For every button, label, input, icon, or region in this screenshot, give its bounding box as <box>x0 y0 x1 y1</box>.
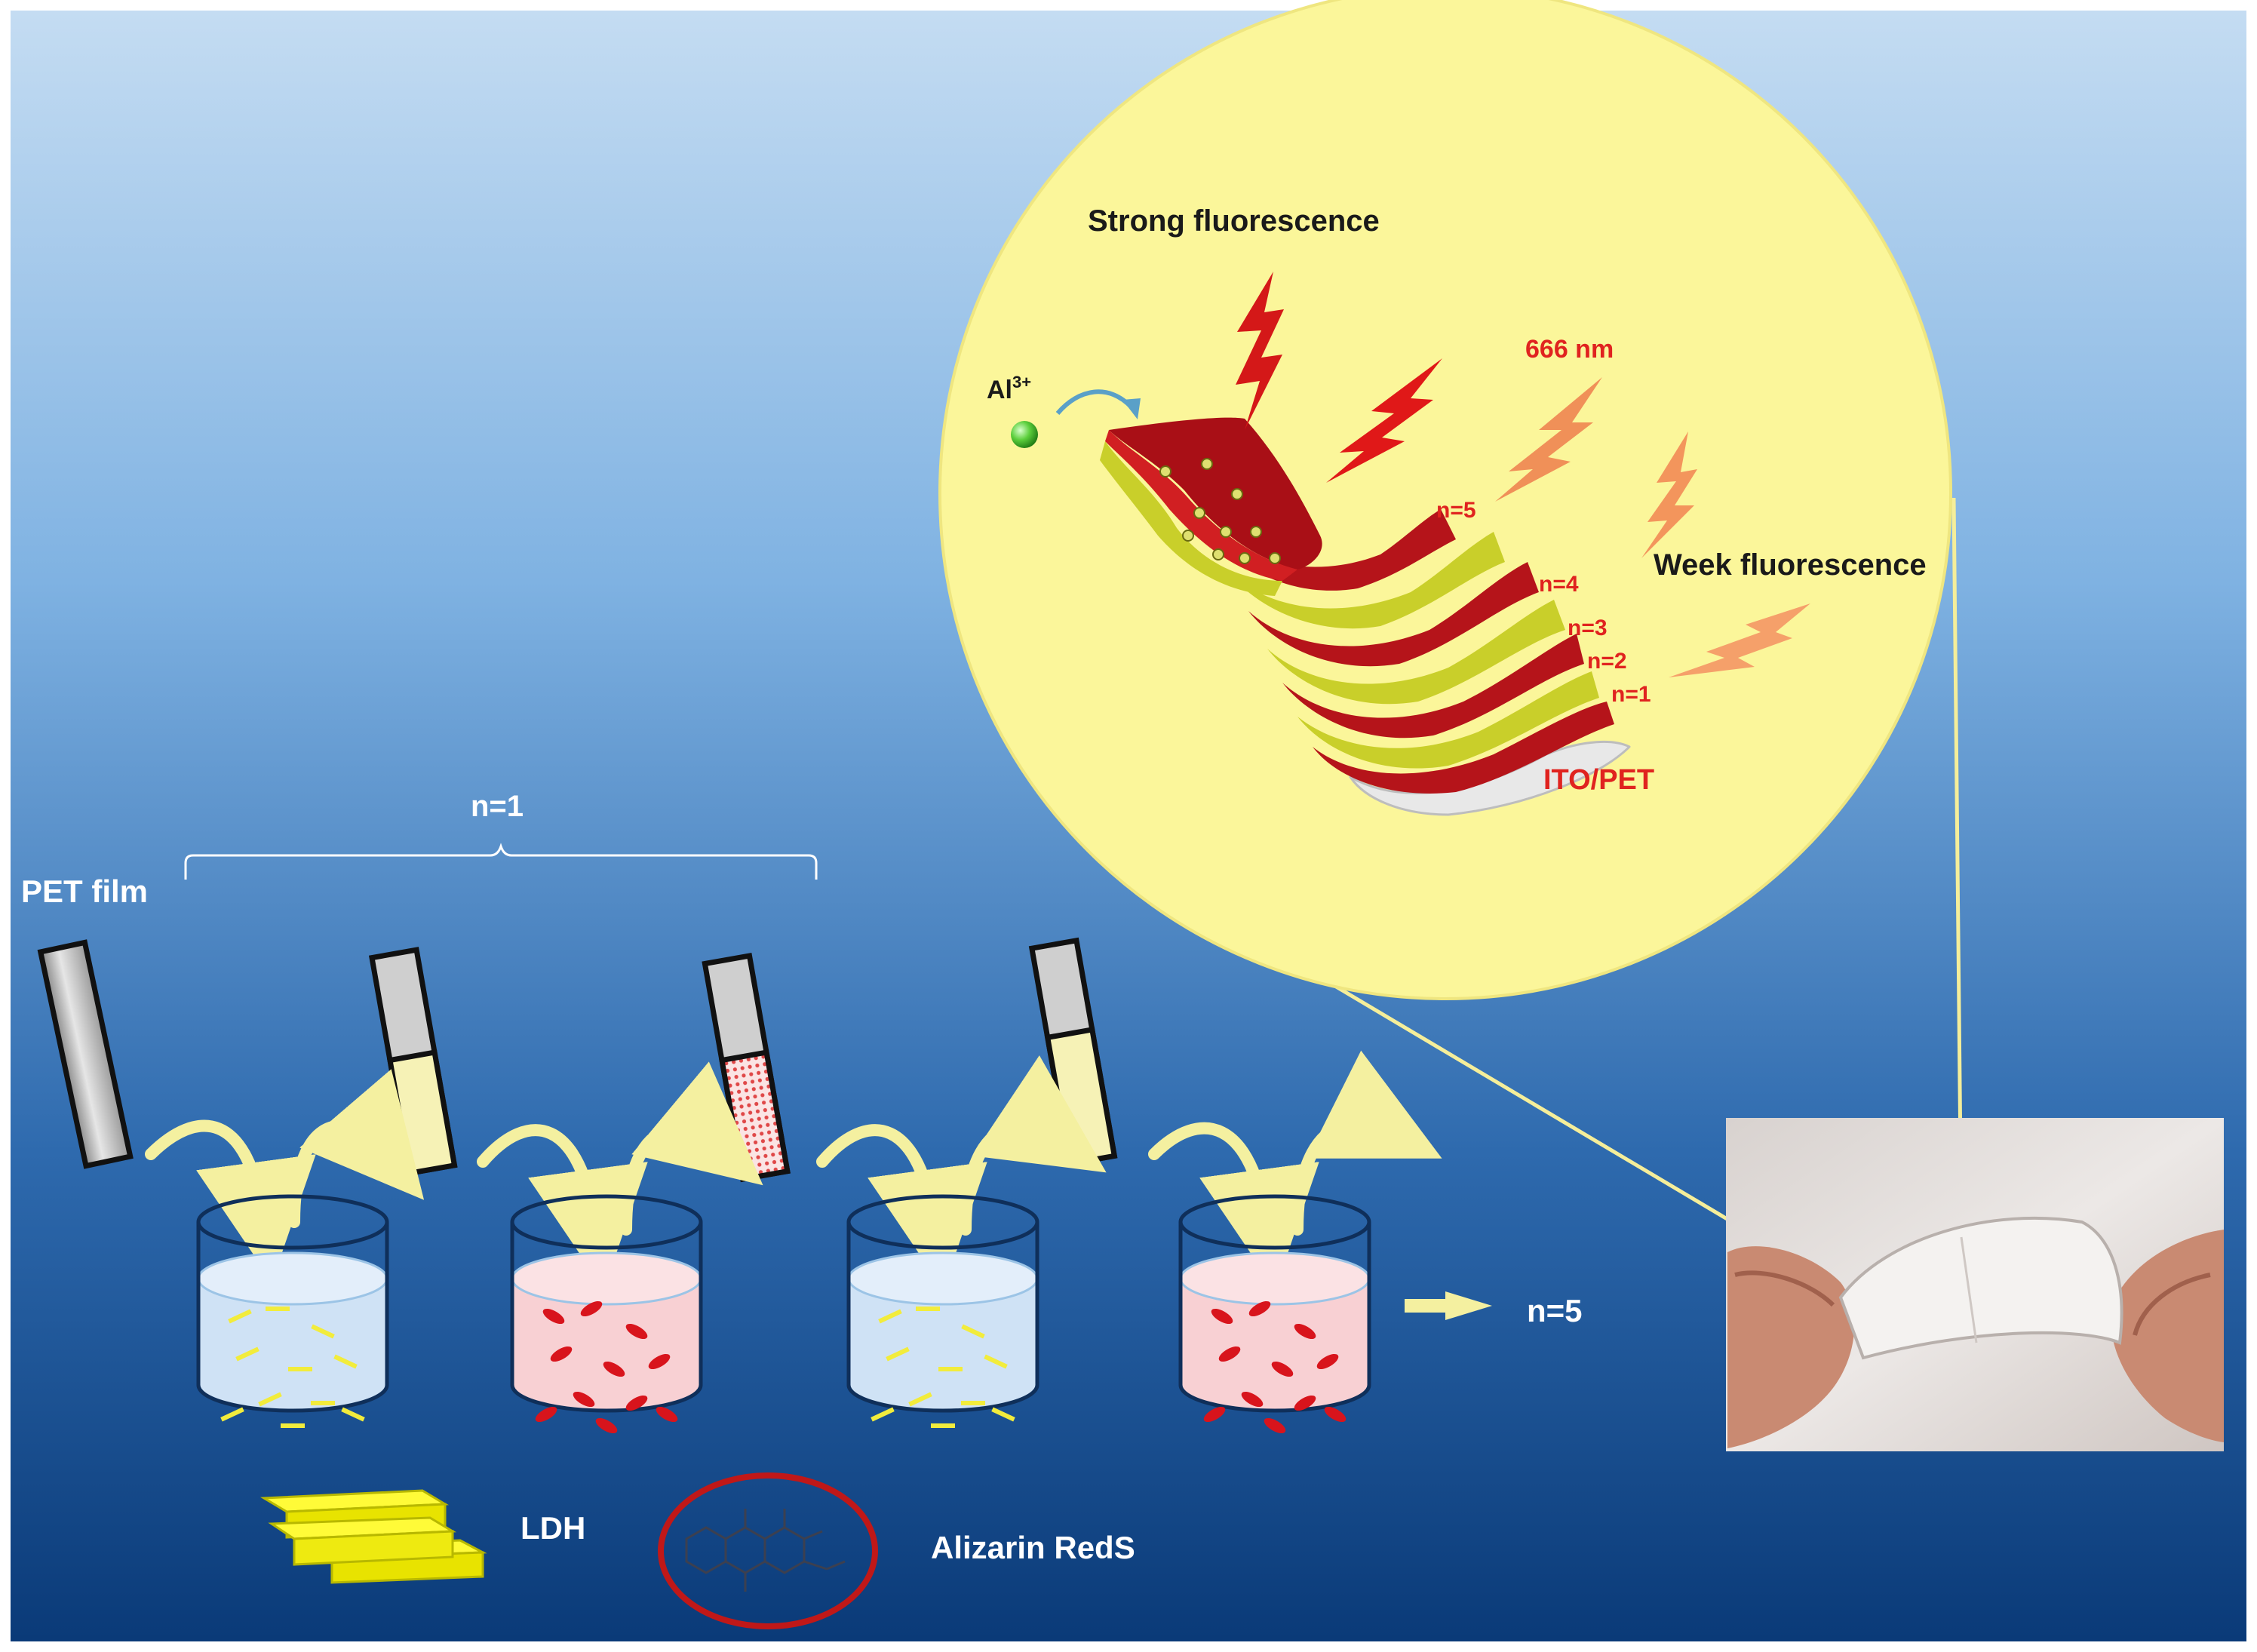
ldh-particle <box>228 1309 252 1324</box>
dye-particle <box>542 1308 565 1325</box>
dye-particle <box>1294 1323 1316 1340</box>
layer-label-n3: n=3 <box>1568 616 1608 640</box>
layer-label-n1: n=1 <box>1611 682 1651 707</box>
lightning-bolt-icon <box>1495 377 1602 502</box>
lightning-bolt-icon <box>1326 358 1442 483</box>
strong-fluorescence-label: Strong fluorescence <box>1088 204 1380 238</box>
dye-particle <box>1211 1308 1233 1325</box>
ldh-particle <box>916 1307 940 1311</box>
ldh-particle <box>311 1401 335 1405</box>
ldh-particle <box>311 1324 335 1339</box>
dye-particle <box>573 1391 595 1408</box>
dye-particle <box>1316 1353 1339 1370</box>
dye-particle <box>648 1353 671 1370</box>
dye-particle <box>1324 1406 1347 1423</box>
ldh-particle <box>961 1401 985 1405</box>
beaker-alizarin <box>1178 1194 1371 1434</box>
weak-fluorescence-label: Week fluorescence <box>1654 548 1927 582</box>
zoom-detail: Strong fluorescence Al3+ 666 nm Week flu… <box>938 0 1952 1000</box>
ldh-particle <box>281 1423 305 1428</box>
ion-label-base: Al <box>987 376 1012 404</box>
lightning-bolt-icon <box>1236 272 1284 430</box>
ldh-particle <box>931 1423 955 1428</box>
layer-label-n2: n=2 <box>1587 649 1627 674</box>
flexible-film-icon <box>1838 1216 2123 1360</box>
beaker-ldh <box>196 1194 389 1428</box>
ldh-legend-label: LDH <box>520 1510 585 1546</box>
film-bare <box>37 939 134 1169</box>
top-layer <box>1109 417 1322 570</box>
dye-particle <box>1203 1406 1226 1423</box>
dye-particle <box>1218 1346 1241 1362</box>
ldh-particle <box>871 1407 895 1422</box>
ldh-particle <box>961 1324 985 1339</box>
photo-inset <box>1726 1118 2224 1451</box>
multilayer-film <box>1100 417 1631 816</box>
dye-particle <box>1241 1391 1264 1408</box>
weak-fluorescence-bolts <box>1495 377 1810 677</box>
ion-label: Al3+ <box>987 373 1031 404</box>
dye-particle <box>550 1346 573 1362</box>
ldh-legend-icon <box>259 1489 487 1584</box>
pet-film-label: PET film <box>21 874 148 909</box>
dye-particle <box>603 1361 625 1377</box>
ldh-particle <box>878 1309 902 1324</box>
alizarin-legend-label: Alizarin RedS <box>931 1530 1135 1565</box>
strong-fluorescence-bolts <box>1236 272 1442 483</box>
ldh-particle <box>938 1367 963 1371</box>
ldh-particle <box>984 1354 1008 1369</box>
alizarin-molecule-icon <box>658 1472 878 1629</box>
hand-right-icon <box>2111 1230 2224 1442</box>
repeat-arrow <box>1405 1291 1492 1320</box>
ldh-particle <box>266 1307 290 1311</box>
beaker-ldh <box>846 1194 1039 1428</box>
ldh-particle <box>991 1407 1015 1422</box>
repeat-label: n=5 <box>1527 1293 1583 1328</box>
al-ion-dots <box>1159 458 1281 564</box>
lightning-bolt-icon <box>1669 603 1810 677</box>
al-ion-ball-icon <box>1011 421 1038 448</box>
dye-particle <box>580 1300 603 1317</box>
ldh-particle <box>288 1367 312 1371</box>
dye-particle <box>535 1406 557 1423</box>
wavelength-label: 666 nm <box>1525 335 1614 364</box>
ldh-particle <box>258 1392 282 1407</box>
ldh-particle <box>333 1354 358 1369</box>
substrate-label: ITO/PET <box>1543 764 1654 796</box>
beakers <box>196 1194 1371 1434</box>
dye-particle <box>1264 1417 1286 1434</box>
lightning-bolt-icon <box>1641 431 1697 558</box>
layer-label-n5: n=5 <box>1436 498 1476 523</box>
dye-particle <box>1271 1361 1294 1377</box>
dip-arrows <box>145 1050 1442 1290</box>
beaker-alizarin <box>510 1194 703 1434</box>
dye-particle <box>625 1323 648 1340</box>
cycle-label: n=1 <box>471 790 524 823</box>
zoom-circle <box>940 0 1951 999</box>
ldh-particle <box>886 1346 910 1362</box>
ldh-particle <box>220 1407 244 1422</box>
dye-particle <box>1294 1395 1316 1411</box>
layer-label-n4: n=4 <box>1539 572 1579 597</box>
dye-particle <box>656 1406 678 1423</box>
dye-particle <box>595 1417 618 1434</box>
ldh-particle <box>341 1407 365 1422</box>
cycle-bracket <box>184 843 818 880</box>
dye-particle <box>625 1395 648 1411</box>
ion-label-sup: 3+ <box>1012 373 1031 392</box>
dye-particle <box>1248 1300 1271 1317</box>
ldh-particle <box>908 1392 932 1407</box>
ldh-particle <box>235 1346 259 1362</box>
